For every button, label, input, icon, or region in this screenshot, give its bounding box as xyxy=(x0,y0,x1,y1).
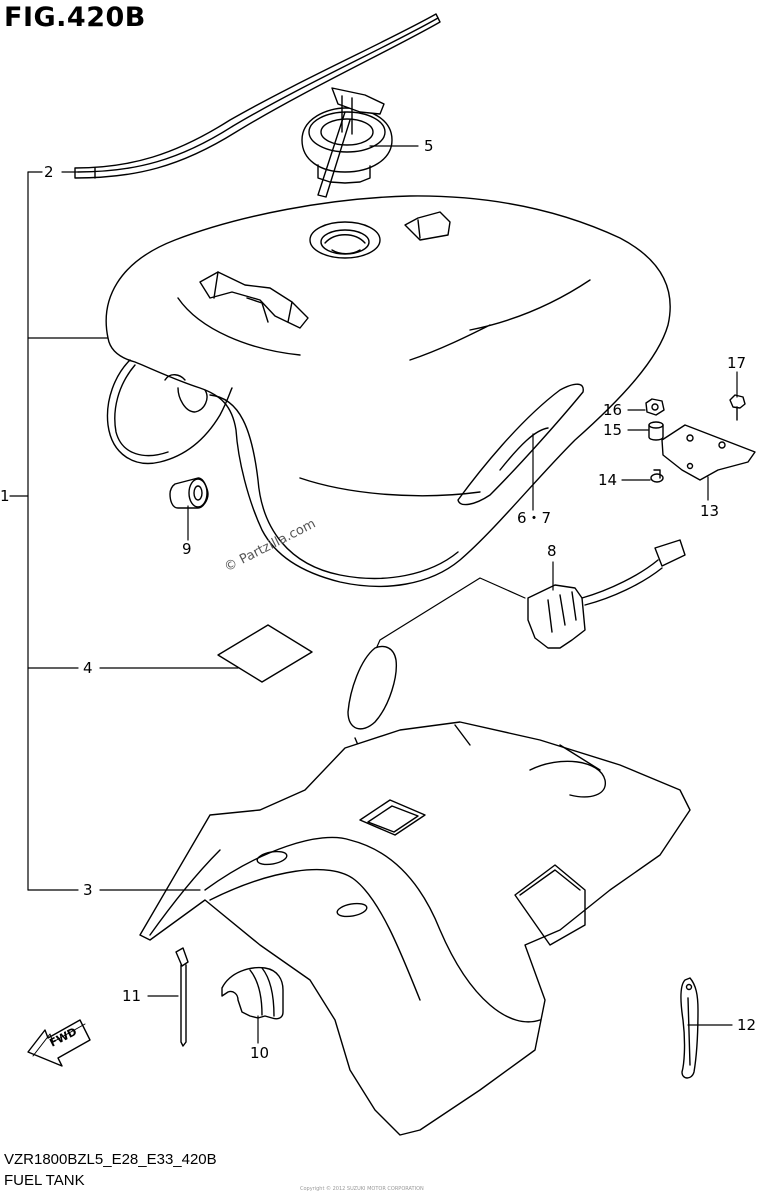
part-4-pad xyxy=(217,624,313,683)
callout-8: 8 xyxy=(547,542,557,560)
part-5-fuel-cap xyxy=(301,87,393,198)
callout-17: 17 xyxy=(727,354,746,372)
callout-6-7: 6・7 xyxy=(517,509,551,527)
callout-13: 13 xyxy=(700,502,719,520)
part-16-nut xyxy=(645,398,665,416)
part-3-insulator xyxy=(139,721,691,1136)
figure-title: FIG.420B xyxy=(4,2,146,33)
part-14-bolt xyxy=(650,469,664,483)
part-11-cable-tie xyxy=(175,947,189,1047)
part-10-clamp xyxy=(221,966,284,1020)
callout-2: 2 xyxy=(44,163,54,181)
callout-3: 3 xyxy=(83,881,93,899)
callout-10: 10 xyxy=(250,1044,269,1062)
callout-14: 14 xyxy=(598,471,617,489)
part-8-fuel-gauge xyxy=(347,539,686,746)
copyright-footnote: Copyright © 2012 SUZUKI MOTOR CORPORATIO… xyxy=(300,1186,424,1192)
callout-1: 1 xyxy=(0,487,10,505)
part-12-strap xyxy=(680,977,699,1079)
callout-5: 5 xyxy=(424,137,434,155)
fwd-arrow: FWD xyxy=(27,1019,91,1067)
callout-16: 16 xyxy=(603,401,622,419)
figure-code: VZR1800BZL5_E28_E33_420B xyxy=(4,1151,217,1168)
callout-9: 9 xyxy=(182,540,192,558)
part-15-collar xyxy=(648,421,664,441)
part-1-fuel-tank xyxy=(105,195,671,587)
figure-caption: FUEL TANK xyxy=(4,1172,85,1189)
callout-12: 12 xyxy=(737,1016,756,1034)
part-2-trim-strip xyxy=(74,13,441,179)
callout-15: 15 xyxy=(603,421,622,439)
part-17-screw xyxy=(729,394,746,421)
leader-lines xyxy=(9,145,738,1044)
callout-4: 4 xyxy=(83,659,93,677)
part-13-bracket xyxy=(661,424,756,481)
callout-11: 11 xyxy=(122,987,141,1005)
callout-labels: 2 1 5 4 3 6・7 8 9 10 11 12 13 14 15 16 1… xyxy=(0,137,756,1062)
part-9-grommet xyxy=(169,477,209,509)
